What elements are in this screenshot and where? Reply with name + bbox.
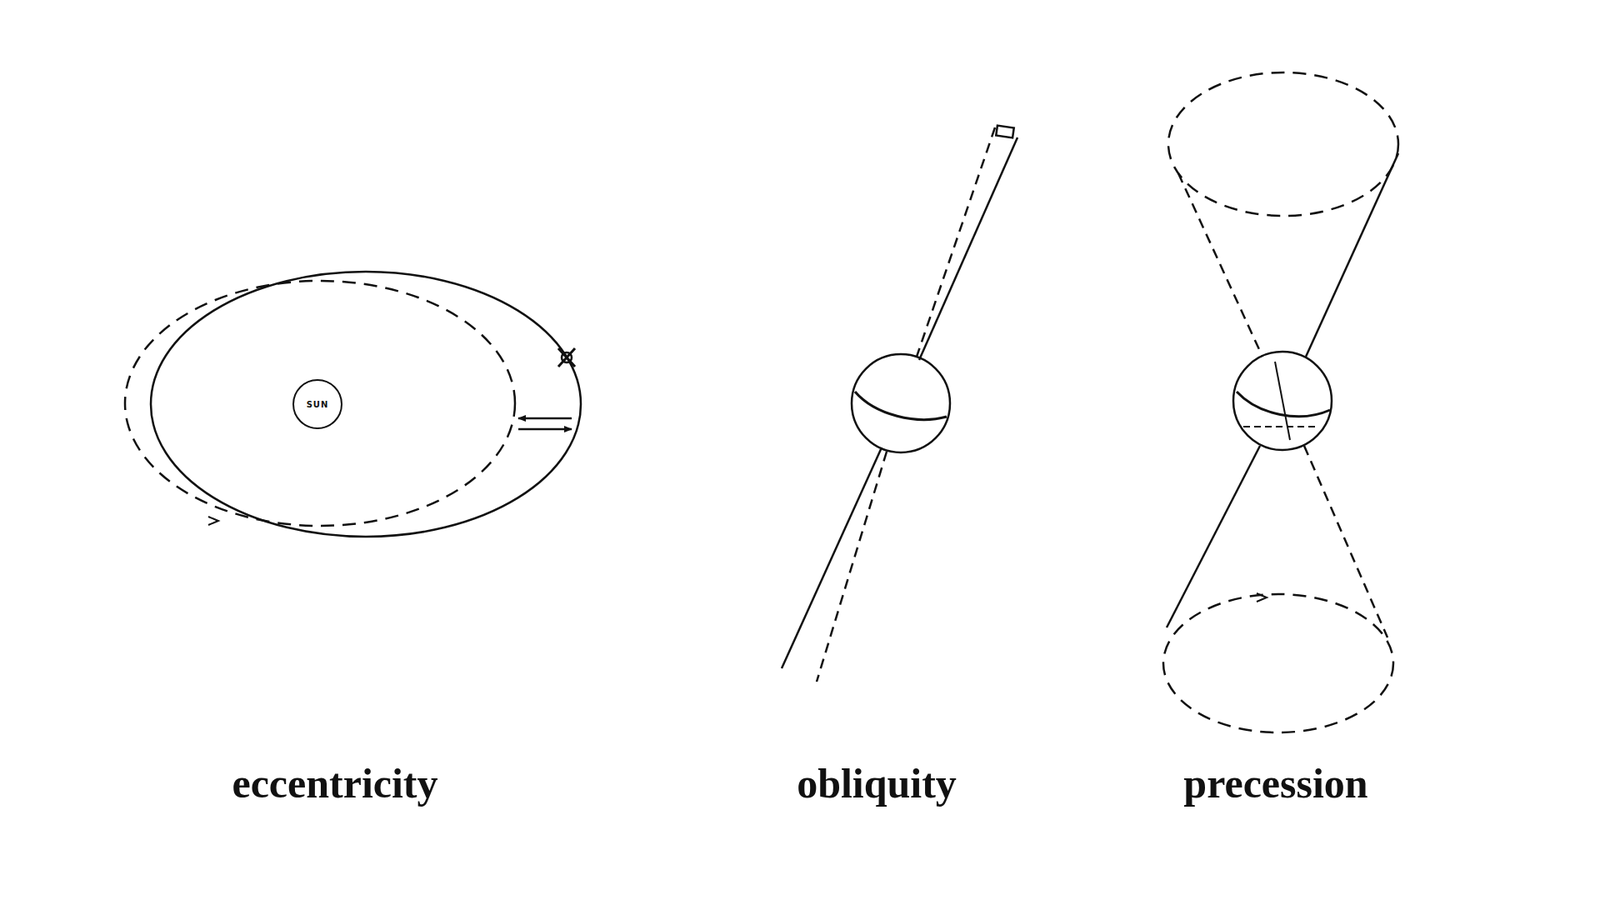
earth-globe: [851, 354, 950, 453]
axis-dashed-top: [1178, 173, 1263, 357]
sun-circle: SUN: [292, 379, 343, 430]
rotation-direction: [1256, 593, 1267, 602]
planet-marker: [558, 348, 575, 367]
shift-arrow-left: [518, 417, 572, 420]
cone-top: [1168, 72, 1399, 216]
orbit-solid: [150, 271, 581, 537]
eccentricity-figure: [125, 271, 581, 537]
equator-dashed: [1243, 425, 1317, 428]
axis-solid-top: [919, 137, 1018, 360]
earth-globe: [1233, 351, 1332, 450]
cone-bottom: [1163, 594, 1394, 733]
axis-dashed-bottom: [816, 451, 887, 682]
axis-tip: [995, 125, 1014, 139]
node-label: SUN: [306, 400, 330, 410]
axis-dashed-bottom: [1304, 445, 1388, 638]
equator: [855, 391, 947, 420]
orbit-dashed: [125, 280, 515, 526]
figure-caption: precession: [1183, 759, 1368, 808]
axis-solid-top: [1305, 153, 1399, 357]
axis-dashed-top: [916, 127, 995, 357]
precession-figure: [1163, 72, 1399, 733]
obliquity-figure: [781, 125, 1018, 682]
shift-arrow-right: [518, 428, 572, 431]
axis-solid-bottom: [1166, 445, 1260, 628]
axis-inside: [1275, 361, 1290, 440]
figure-caption: eccentricity: [231, 759, 438, 808]
planet-marker-ring: [561, 352, 572, 363]
orbit-direction: [208, 516, 219, 525]
figure-caption: obliquity: [796, 759, 957, 808]
